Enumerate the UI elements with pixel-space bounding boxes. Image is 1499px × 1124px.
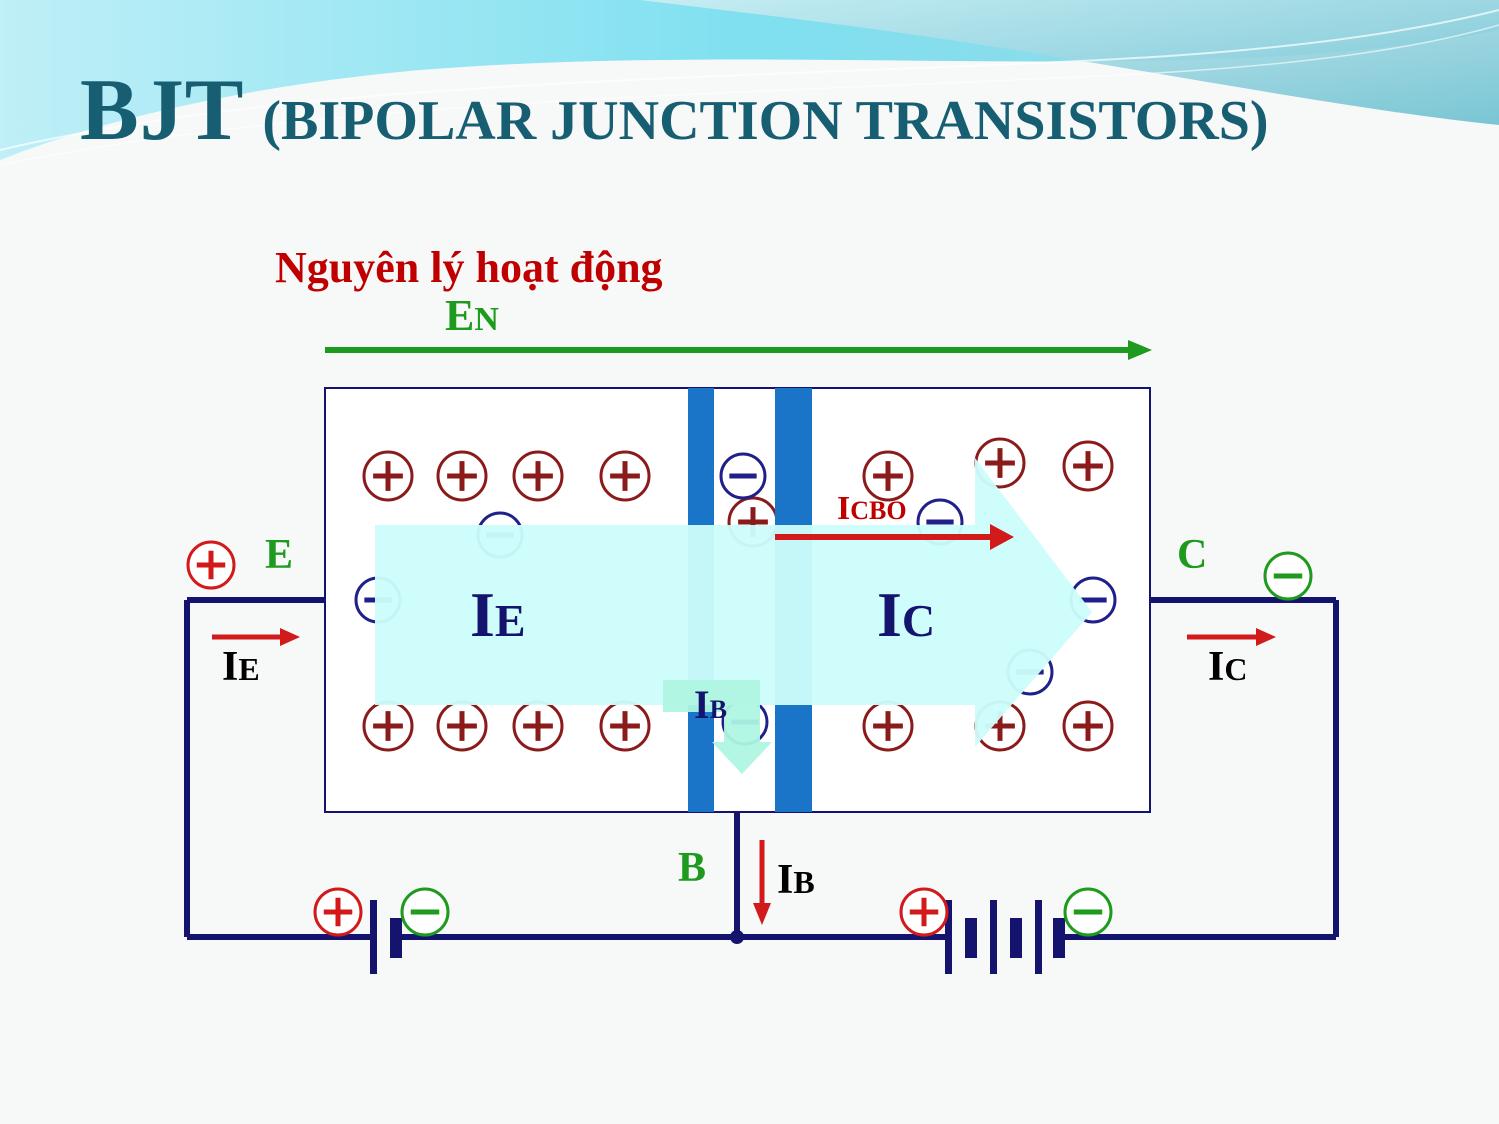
- hole-carrier: [436, 700, 488, 752]
- base-wire-current-arrow-head: [753, 903, 771, 925]
- hole-carrier: [862, 700, 914, 752]
- collector-wire-current-arrow-head: [1256, 628, 1276, 646]
- emitter-terminal-label: E: [265, 532, 293, 578]
- title-sub: (BIPOLAR JUNCTION TRANSISTORS): [262, 90, 1269, 152]
- emitter-wire-current-arrow-head: [280, 628, 300, 646]
- base-terminal-label: B: [678, 845, 706, 891]
- collector-battery-minus-sign: [1063, 887, 1113, 937]
- emitter-battery-minus-sign: [400, 887, 450, 937]
- collector-terminal-label: C: [1177, 532, 1207, 578]
- emitter-battery: [370, 900, 402, 974]
- circuit-wires: [184, 597, 1339, 940]
- base-current-arrow: [663, 680, 772, 774]
- field-label: EN: [445, 291, 499, 340]
- hole-carrier: [362, 700, 414, 752]
- hole-carrier: [862, 450, 914, 502]
- hole-carrier: [512, 450, 564, 502]
- emitter-wire-current-label: IE: [222, 644, 260, 690]
- field-label-sub: N: [474, 301, 499, 338]
- collector-wire-current-label: IC: [1208, 644, 1247, 690]
- emitter-source-plus-sign: [186, 540, 236, 590]
- hole-carrier: [1062, 700, 1114, 752]
- collector-battery-plus-sign: [899, 887, 949, 937]
- field-arrow-head: [1128, 340, 1152, 360]
- hole-carrier: [362, 450, 414, 502]
- electron-carrier: [719, 452, 767, 500]
- base-wire-current-label: IB: [777, 857, 815, 903]
- collector-current-big-label: IC: [877, 579, 935, 650]
- hole-carrier: [512, 700, 564, 752]
- main-current-arrow: [375, 458, 1092, 747]
- base-node-dot: [730, 930, 744, 944]
- hole-carrier: [436, 450, 488, 502]
- hole-carrier: [974, 437, 1026, 489]
- leakage-current-arrow-head: [990, 524, 1014, 550]
- principle-heading: Nguyên lý hoạt động: [275, 243, 663, 292]
- slide-title: BJT (BIPOLAR JUNCTION TRANSISTORS): [80, 60, 1269, 161]
- emitter-current-big-label: IE: [470, 579, 526, 650]
- base-current-arrow-label: IB: [694, 682, 727, 727]
- hole-carrier: [599, 450, 651, 502]
- collector-battery: [945, 900, 1065, 974]
- hole-carrier: [1062, 440, 1114, 492]
- collector-source-minus-sign: [1263, 551, 1313, 601]
- field-label-main: E: [445, 291, 474, 340]
- hole-carrier: [599, 700, 651, 752]
- emitter-battery-plus-sign: [313, 887, 363, 937]
- title-main: BJT: [80, 62, 245, 159]
- leakage-current-label: ICBO: [837, 490, 907, 527]
- polarity-signs: [186, 540, 1313, 937]
